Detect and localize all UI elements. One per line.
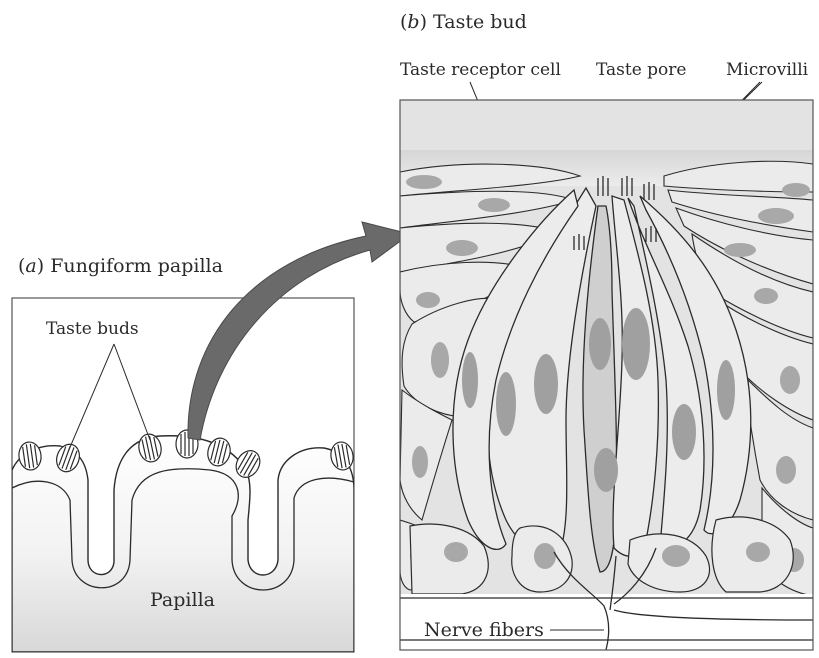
papilla-label: Papilla xyxy=(150,589,215,611)
papilla-box: Papilla xyxy=(12,298,355,652)
panel-a-title: (a) Fungiform papilla xyxy=(18,255,223,277)
taste-pore-label: Taste pore xyxy=(596,60,686,80)
panel-b: (b) Taste bud Taste receptor cell Taste … xyxy=(400,11,813,650)
taste-buds-label: Taste buds xyxy=(46,319,139,339)
taste-bud-section xyxy=(400,100,813,650)
panel-b-title: (b) Taste bud xyxy=(400,11,527,33)
microvilli-label: Microvilli xyxy=(726,60,809,80)
receptor-cell-label: Taste receptor cell xyxy=(400,60,561,80)
panel-a: (a) Fungiform papilla Papilla xyxy=(12,255,355,652)
nerve-fibers-label: Nerve fibers xyxy=(424,619,544,641)
